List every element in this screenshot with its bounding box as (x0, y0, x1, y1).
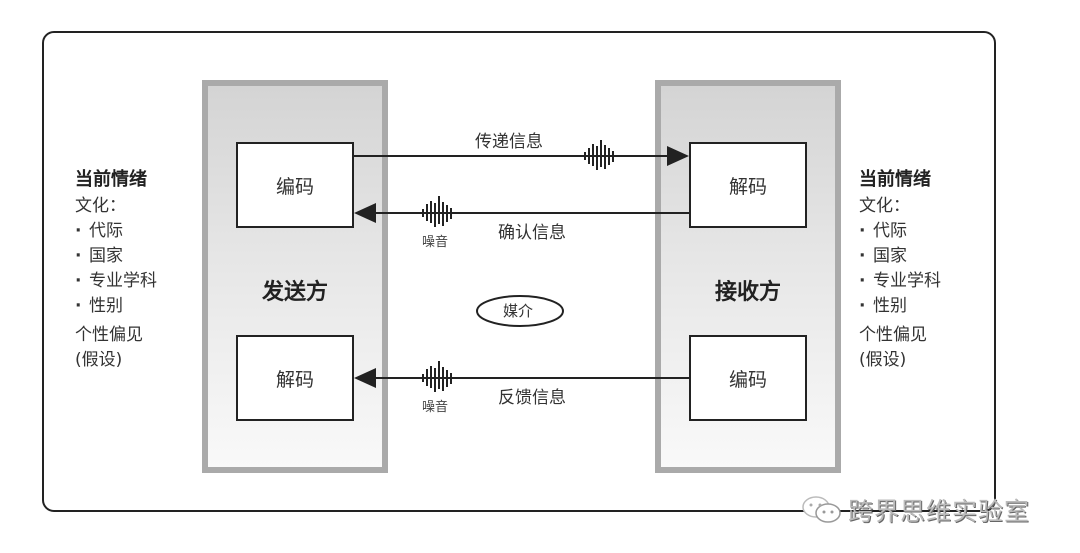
receiver-encode-box: 编码 (689, 335, 807, 421)
bullet-item: 性别 (75, 294, 157, 319)
medium-ellipse (476, 295, 564, 327)
medium-label: 媒介 (503, 302, 534, 320)
diagram-frame (42, 31, 996, 512)
wechat-icon (800, 494, 844, 526)
bullet-item: 性别 (859, 294, 941, 319)
assumption-line: (假设) (859, 350, 907, 370)
bullet-item: 国家 (859, 244, 941, 269)
bullet-text: 国家 (89, 246, 123, 266)
feedback-label: 反馈信息 (498, 388, 566, 408)
bullet-text: 性别 (873, 296, 907, 316)
context-heading: 当前情绪 (75, 169, 147, 190)
noise-label: 噪音 (422, 400, 449, 415)
bullet-text: 专业学科 (873, 271, 941, 291)
transmit-label: 传递信息 (475, 132, 543, 152)
bullet-item: 代际 (75, 219, 157, 244)
context-left: 当前情绪 文化： 代际 国家 专业学科 性别 个性偏见 (假设) (75, 167, 157, 373)
context-heading: 当前情绪 (859, 169, 931, 190)
confirm-label: 确认信息 (498, 223, 566, 243)
bias-line: 个性偏见 (75, 325, 143, 345)
bullet-item: 代际 (859, 219, 941, 244)
bullet-text: 代际 (89, 221, 123, 241)
sender-title: 发送方 (261, 280, 328, 305)
noise-icon (422, 361, 452, 392)
bullet-item: 专业学科 (859, 269, 941, 294)
bias-line: 个性偏见 (859, 325, 927, 345)
bullet-text: 性别 (89, 296, 123, 316)
transmit-arrow (354, 146, 689, 166)
receiver-decode-box: 解码 (689, 142, 807, 228)
sender-decode-box: 解码 (236, 335, 354, 421)
sender-panel: 编码 发送方 解码 (202, 80, 388, 473)
noise-label: 噪音 (422, 235, 449, 250)
culture-label: 文化： (75, 196, 126, 216)
bullet-item: 国家 (75, 244, 157, 269)
bullet-text: 国家 (873, 246, 907, 266)
culture-label: 文化： (859, 196, 910, 216)
receiver-title: 接收方 (714, 280, 781, 305)
watermark: 跨界思维实验室 (800, 492, 1030, 528)
bullet-text: 专业学科 (89, 271, 157, 291)
watermark-text: 跨界思维实验室 (848, 497, 1031, 526)
assumption-line: (假设) (75, 350, 123, 370)
bullet-item: 专业学科 (75, 269, 157, 294)
context-right: 当前情绪 文化： 代际 国家 专业学科 性别 个性偏见 (假设) (859, 167, 941, 373)
noise-icon (584, 140, 614, 170)
sender-encode-box: 编码 (236, 142, 354, 228)
noise-icon (422, 196, 452, 227)
bullet-text: 代际 (873, 221, 907, 241)
receiver-panel: 解码 接收方 编码 (655, 80, 841, 473)
